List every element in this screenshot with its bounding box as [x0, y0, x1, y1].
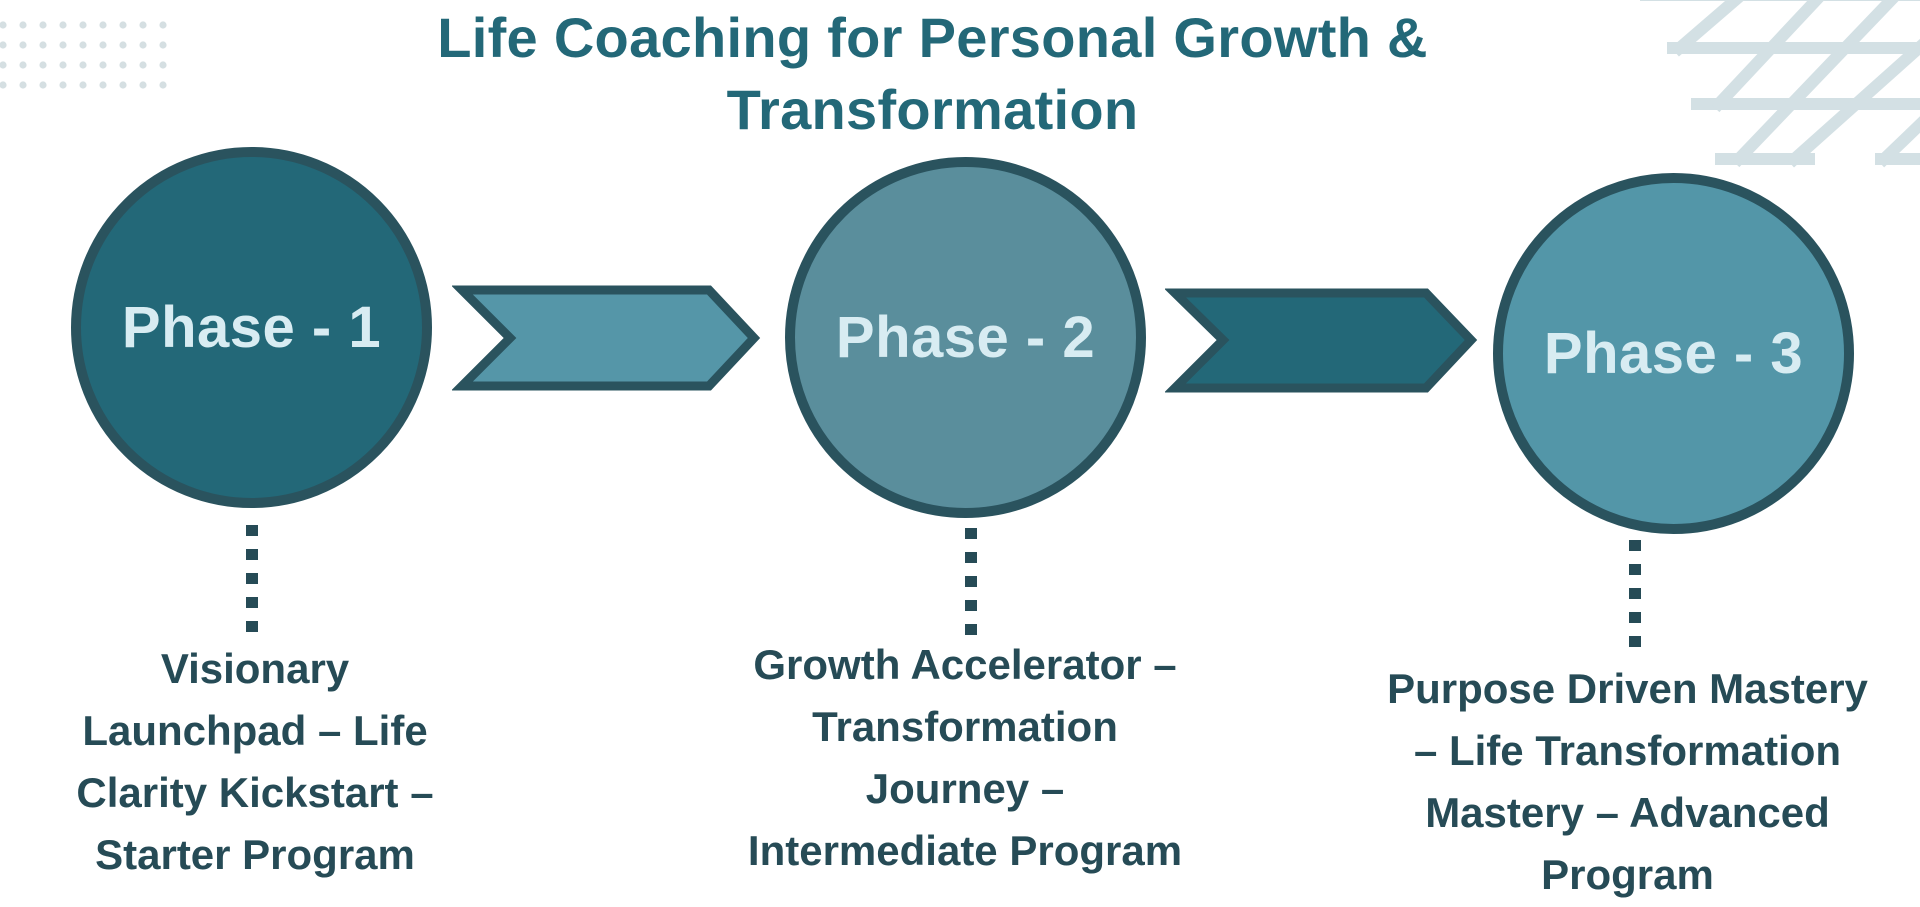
- description-line: Purpose Driven Mastery: [1387, 665, 1868, 712]
- phase-2-dotted-connector: [965, 528, 977, 648]
- description-line: Clarity Kickstart –: [76, 769, 434, 816]
- description-line: Program: [1541, 851, 1714, 898]
- description-line: Mastery – Advanced: [1425, 789, 1830, 836]
- phase-3-description: Purpose Driven Mastery – Life Transforma…: [1345, 658, 1910, 906]
- phase-1-circle: Phase - 1: [71, 147, 432, 508]
- phase-3-circle: Phase - 3: [1493, 173, 1854, 534]
- phase-3-dotted-connector: [1629, 540, 1641, 660]
- description-line: Visionary: [160, 645, 350, 692]
- phase-1-dotted-connector: [246, 525, 258, 645]
- description-line: Starter Program: [95, 831, 415, 878]
- chevron-arrow-right-icon: [1165, 288, 1478, 393]
- phase-1-description: Visionary Launchpad – Life Clarity Kicks…: [40, 638, 470, 886]
- description-line: – Life Transformation: [1413, 727, 1842, 774]
- description-line: Journey –: [865, 765, 1065, 812]
- chevron-arrow-right-icon: [452, 285, 761, 391]
- dot-grid-decoration: [0, 21, 167, 89]
- description-line: Growth Accelerator –: [753, 641, 1177, 688]
- phase-2-circle: Phase - 2: [785, 157, 1146, 518]
- description-line: Transformation: [812, 703, 1118, 750]
- page-title: Life Coaching for Personal Growth & Tran…: [360, 2, 1505, 146]
- phase-2-description: Growth Accelerator – Transformation Jour…: [700, 634, 1230, 882]
- title-line-2: Transformation: [726, 78, 1139, 141]
- lattice-decoration: [1640, 0, 1920, 168]
- phase-1-label: Phase - 1: [121, 295, 382, 360]
- description-line: Intermediate Program: [747, 827, 1183, 874]
- description-line: Launchpad – Life: [82, 707, 428, 754]
- phase-3-label: Phase - 3: [1543, 321, 1804, 386]
- phase-2-label: Phase - 2: [835, 305, 1096, 370]
- title-line-1: Life Coaching for Personal Growth &: [437, 6, 1428, 69]
